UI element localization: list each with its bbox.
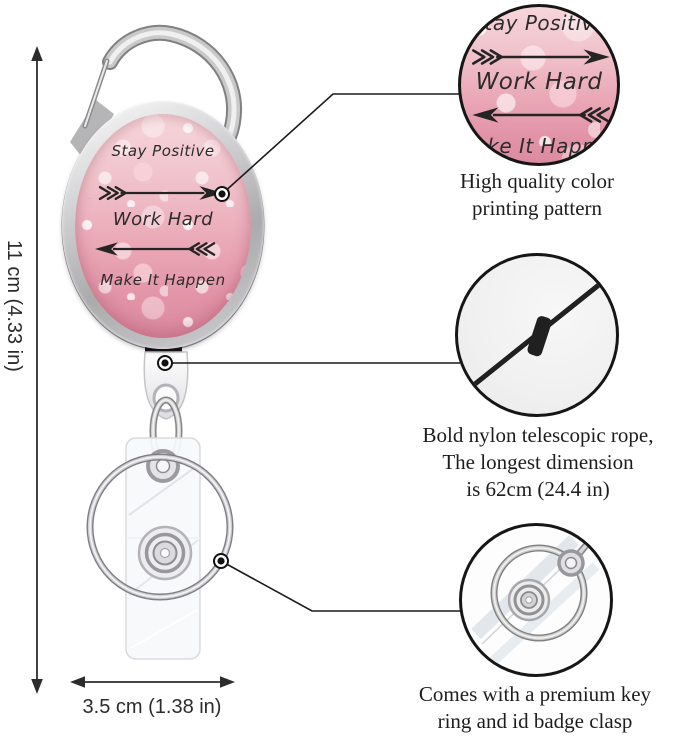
callout-dot-printing bbox=[214, 186, 230, 202]
badge-text-line1: Stay Positive bbox=[111, 142, 215, 160]
badge-text-line2: Work Hard bbox=[112, 209, 214, 230]
zoom-text-line1: Stay Positive bbox=[471, 11, 607, 35]
rope-zoom-view bbox=[455, 253, 619, 417]
zoom-text-line3: Make It Happen bbox=[458, 134, 620, 158]
key-ring-clasp-icon bbox=[471, 527, 602, 668]
badge-text-line3: Make It Happen bbox=[100, 271, 226, 289]
key-ring-icon bbox=[86, 453, 234, 601]
caption-line: is 62cm (24.4 in) bbox=[466, 477, 610, 501]
callout-lines bbox=[165, 93, 460, 612]
badge-face: Stay Positive Work Hard Make It Happen bbox=[75, 114, 251, 338]
caption-line: The longest dimension bbox=[442, 450, 634, 474]
arrow-right-icon bbox=[472, 49, 610, 65]
printing-zoom-view: Stay Positive Work Hard Make It Happen bbox=[458, 4, 620, 166]
rope-caption: Bold nylon telescopic rope, The longest … bbox=[423, 422, 654, 503]
arrow-left-icon bbox=[472, 107, 610, 123]
caption-line: ring and id badge clasp bbox=[437, 709, 633, 733]
height-dimension-arrow bbox=[31, 46, 43, 694]
caption-line: printing pattern bbox=[471, 196, 603, 220]
caption-line: Bold nylon telescopic rope, bbox=[422, 423, 654, 447]
callout-dot-clasp bbox=[213, 553, 229, 569]
width-dimension-arrow bbox=[70, 676, 235, 688]
zoom-text-line2: Work Hard bbox=[475, 69, 603, 95]
caption-line: Comes with a premium key bbox=[418, 682, 652, 706]
arrow-right-icon bbox=[98, 185, 224, 201]
caption-line: High quality color bbox=[460, 169, 614, 193]
arrow-left-icon bbox=[94, 242, 216, 256]
snap-button-icon bbox=[137, 525, 193, 581]
callout-dot-rope bbox=[157, 355, 173, 371]
printing-caption: High quality color printing pattern bbox=[460, 168, 614, 222]
telescopic-rope-icon bbox=[467, 277, 608, 391]
clasp-caption: Comes with a premium key ring and id bad… bbox=[419, 681, 651, 735]
width-dimension-label: 3.5 cm (1.38 in) bbox=[82, 696, 222, 718]
height-dimension-label: 11 cm (4.33 in) bbox=[3, 240, 25, 372]
clasp-zoom-view bbox=[459, 523, 613, 677]
